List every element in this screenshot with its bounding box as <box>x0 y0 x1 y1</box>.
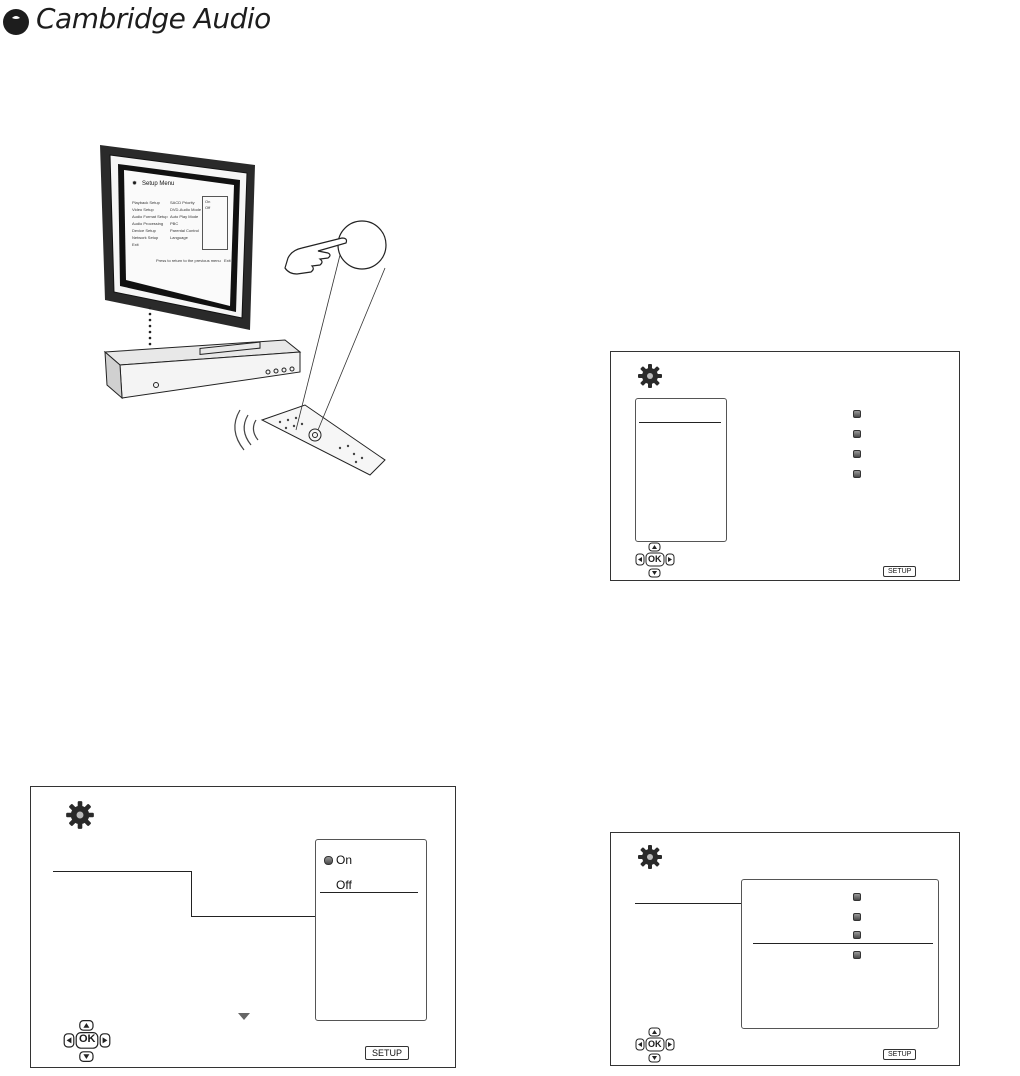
tv-menu-item: Video Setup <box>132 207 154 212</box>
option-on[interactable]: On <box>336 853 353 867</box>
tv-submenu-item: SACD Priority <box>170 200 195 205</box>
radio-bullet-icon[interactable] <box>853 893 861 901</box>
tv-submenu-item: Auto Play Mode <box>170 214 199 219</box>
radio-bullet-icon[interactable] <box>853 430 861 438</box>
selection-underline <box>639 422 721 423</box>
radio-bullet-icon[interactable] <box>853 470 861 478</box>
gear-icon <box>638 364 662 388</box>
option-off[interactable]: Off <box>336 878 352 892</box>
tv-menu-item: Device Setup <box>132 228 156 233</box>
ok-label: OK <box>648 554 662 564</box>
radio-bullet-icon[interactable] <box>853 450 861 458</box>
ok-label: OK <box>648 1039 662 1049</box>
tv-option: Off <box>205 205 211 210</box>
gear-icon: ✹ <box>132 181 138 187</box>
tv-menu-item: Network Setup <box>132 235 159 240</box>
tv-setup-title: Setup Menu <box>142 181 175 187</box>
setup-illustration: ✹ Setup Menu Playback Setup Video Setup … <box>90 140 410 490</box>
radio-bullet-icon[interactable] <box>853 931 861 939</box>
tv-submenu-item: PBC <box>170 221 179 226</box>
radio-bullet-icon[interactable] <box>853 410 861 418</box>
options-box: On Off <box>315 839 427 1021</box>
tv-option: On <box>205 199 211 204</box>
gear-icon <box>638 845 662 869</box>
tv-submenu-item: DVD-Audio Mode <box>170 207 202 212</box>
radio-selected-icon[interactable] <box>324 856 333 865</box>
tv-player-remote-drawing <box>100 145 387 476</box>
tv-submenu-item: Language <box>170 235 188 240</box>
radio-bullet-icon[interactable] <box>853 951 861 959</box>
logo-mark-icon <box>3 9 29 35</box>
selection-underline <box>320 892 418 893</box>
menu-underline <box>53 871 191 872</box>
setup-panel-top-right: OK SETUP <box>610 351 960 581</box>
setup-button[interactable]: SETUP <box>365 1046 410 1060</box>
dpad-icon[interactable]: OK <box>63 1019 111 1063</box>
brand-logo: Cambridge Audio <box>2 2 272 38</box>
tv-exit: Exit <box>224 258 231 263</box>
brand-name: Cambridge Audio <box>36 2 271 35</box>
scroll-down-arrow-icon[interactable] <box>238 1013 250 1020</box>
tv-options-box: On Off <box>202 196 228 250</box>
setup-panel-bottom-right: OK SETUP <box>610 832 960 1066</box>
menu-underline <box>635 903 741 904</box>
tv-menu-item: Exit <box>132 242 139 247</box>
tv-footer: Press to return to the previous menu <box>156 258 221 263</box>
menu-list-box <box>635 398 727 542</box>
selection-underline <box>753 943 933 944</box>
gear-icon <box>66 801 94 829</box>
radio-bullet-icon[interactable] <box>853 913 861 921</box>
setup-button[interactable]: SETUP <box>883 1049 917 1060</box>
connector-line <box>191 916 315 917</box>
tv-screen-content: ✹ Setup Menu Playback Setup Video Setup … <box>126 172 234 302</box>
tv-submenu-item: Parental Control <box>170 228 199 233</box>
setup-panel-bottom-left: On Off OK SETUP <box>30 786 456 1068</box>
dpad-icon[interactable]: OK <box>635 542 675 578</box>
setup-button[interactable]: SETUP <box>883 566 917 577</box>
dpad-icon[interactable]: OK <box>635 1027 675 1063</box>
connector-line <box>191 871 192 916</box>
options-box <box>741 879 939 1029</box>
tv-menu-item: Audio Format Setup <box>132 214 168 219</box>
tv-menu-item: Audio Processing <box>132 221 164 226</box>
ok-label: OK <box>79 1033 96 1045</box>
tv-menu-item: Playback Setup <box>132 200 160 205</box>
